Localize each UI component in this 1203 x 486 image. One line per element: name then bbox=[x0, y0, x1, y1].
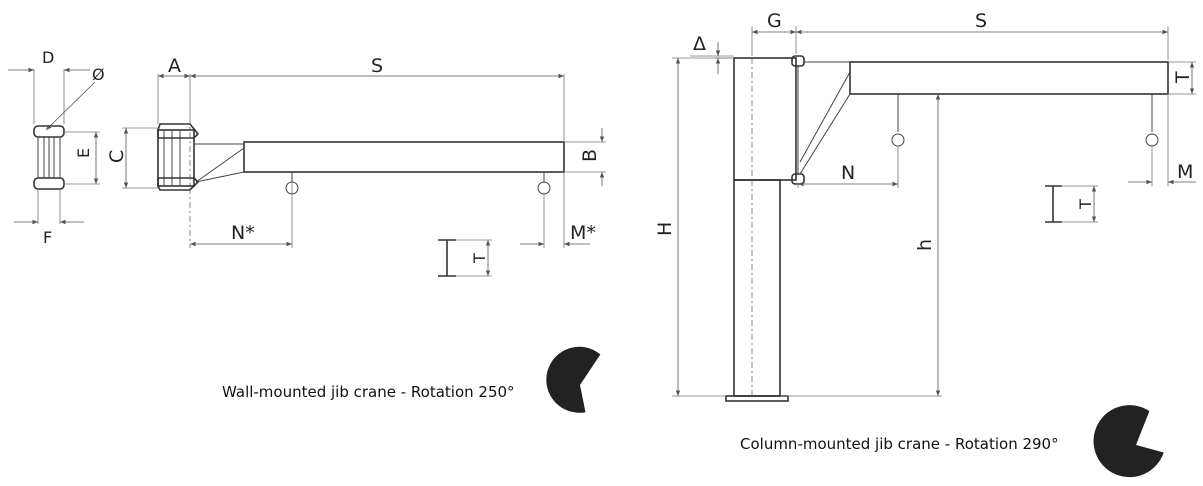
dim-h-label: h bbox=[914, 239, 936, 251]
dim-B-label: B bbox=[579, 149, 601, 162]
dim-T-beam-label: T bbox=[1076, 199, 1095, 210]
wall-bracket-side-view bbox=[8, 67, 100, 225]
column-crane-drawing: Δ G S T H h N M T Column-mounted jib cra… bbox=[654, 10, 1196, 478]
dim-S-label-wall: S bbox=[371, 55, 383, 77]
dim-N-label-column: N bbox=[841, 162, 855, 184]
dim-G-label: G bbox=[767, 10, 782, 32]
dim-S-label-column: S bbox=[975, 10, 987, 32]
wall-crane-caption: Wall-mounted jib crane - Rotation 250° bbox=[222, 383, 515, 401]
dim-H-label: H bbox=[654, 222, 676, 236]
dim-D-label: D bbox=[42, 48, 54, 67]
dim-phi-label: Ø bbox=[92, 65, 105, 84]
rotation-symbol-wall bbox=[546, 346, 601, 413]
dim-C-label: C bbox=[106, 150, 128, 163]
column-crane-caption: Column-mounted jib crane - Rotation 290° bbox=[740, 435, 1059, 453]
dim-F-label: F bbox=[43, 228, 52, 247]
dim-T-label-wall: T bbox=[470, 253, 489, 264]
column-crane-front-view bbox=[672, 26, 1196, 402]
dim-N-label-wall: N* bbox=[231, 222, 255, 244]
rotation-symbol-column bbox=[1093, 405, 1164, 478]
dim-E-label: E bbox=[74, 148, 93, 158]
wall-crane-front-view bbox=[122, 73, 606, 277]
dim-A-label: A bbox=[168, 55, 181, 77]
dim-T-top-label: T bbox=[1172, 71, 1194, 84]
wall-crane-drawing: D Ø E F bbox=[8, 48, 606, 413]
dim-M-label-column: M bbox=[1177, 161, 1193, 183]
dim-M-label-wall: M* bbox=[570, 222, 596, 244]
dim-delta-label: Δ bbox=[693, 33, 706, 55]
